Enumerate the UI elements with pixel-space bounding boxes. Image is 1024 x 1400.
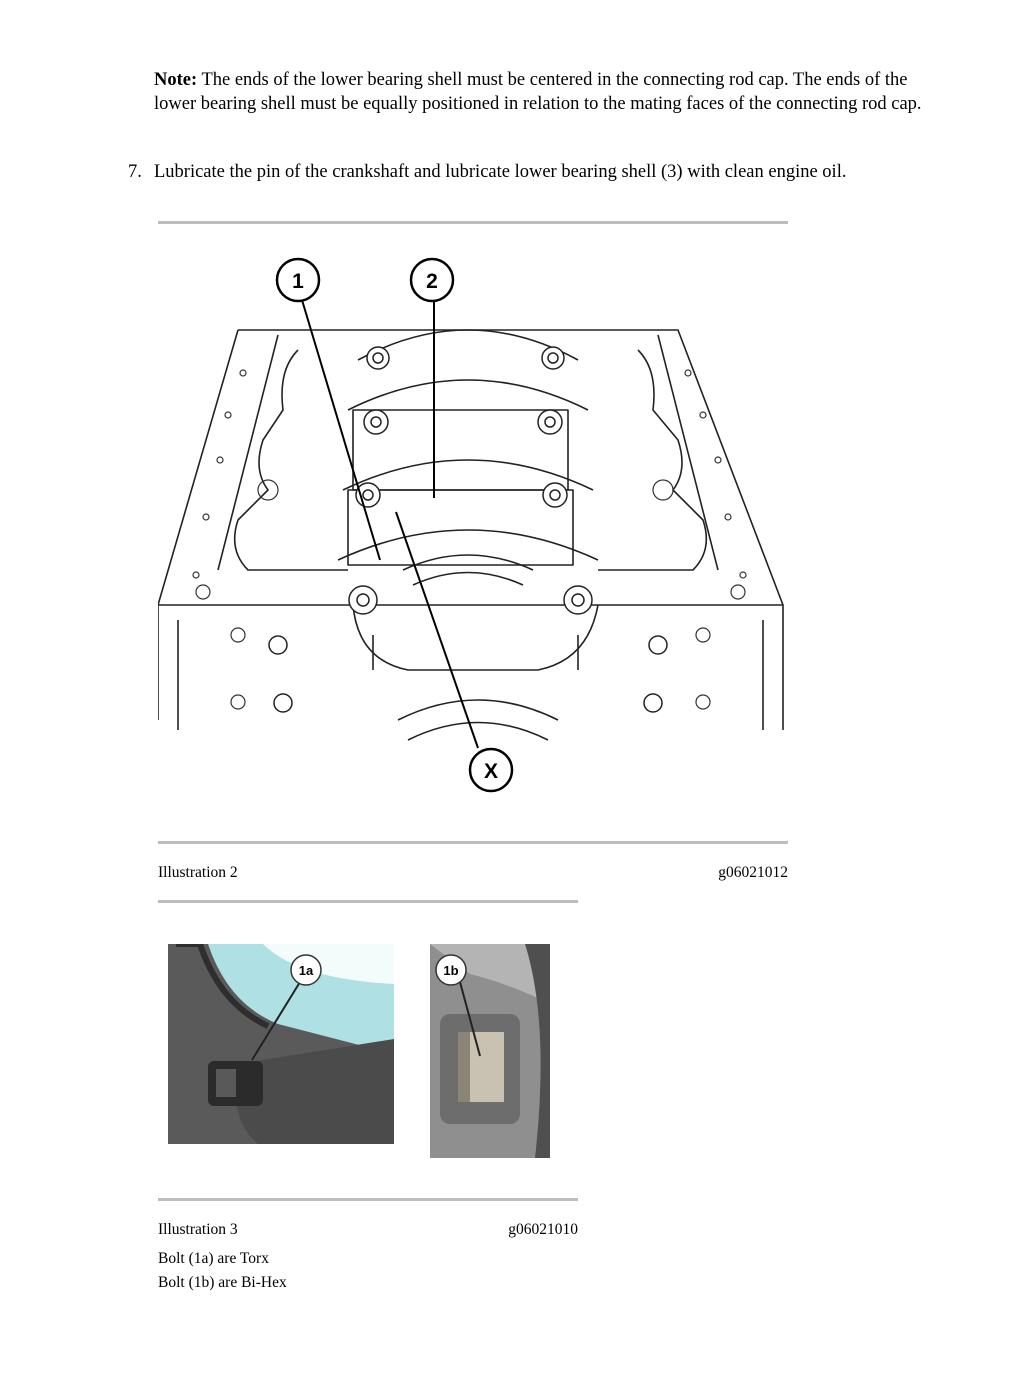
callout-x-circle <box>468 747 514 793</box>
bolt-note-bihex: Bolt (1b) are Bi-Hex <box>158 1274 287 1291</box>
callout-1b-label: 1b <box>443 963 458 978</box>
figure-bottom-rule-2 <box>158 1198 578 1201</box>
illustration-3-code: g06021010 <box>508 1221 578 1238</box>
callout-1-circle <box>275 257 321 303</box>
callout-2-label: 2 <box>426 270 438 293</box>
callout-2-circle <box>409 257 455 303</box>
figure-top-rule-2 <box>158 900 578 903</box>
engine-block-illustration: 1 2 X <box>158 257 784 793</box>
torx-bolt-photo <box>168 944 394 1144</box>
note-text: The ends of the lower bearing shell must… <box>154 70 922 114</box>
callout-x-label: X <box>484 760 498 783</box>
illustration-2-caption: Illustration 2 <box>158 864 238 881</box>
figure-top-rule <box>158 221 788 224</box>
step-number: 7. <box>128 162 142 182</box>
illustration-3-caption: Illustration 3 <box>158 1221 238 1238</box>
callout-1a-label: 1a <box>299 963 314 978</box>
figure-bottom-rule <box>158 841 788 844</box>
step-text: Lubricate the pin of the crankshaft and … <box>154 162 847 182</box>
note-label: Note: <box>154 70 198 90</box>
bolt-photos: 1a 1b <box>168 944 550 1158</box>
illustration-2-code: g06021012 <box>718 864 788 881</box>
bolt-note-torx: Bolt (1a) are Torx <box>158 1250 269 1267</box>
callout-1-label: 1 <box>292 270 304 293</box>
note-paragraph: Note: The ends of the lower bearing shel… <box>154 68 924 116</box>
